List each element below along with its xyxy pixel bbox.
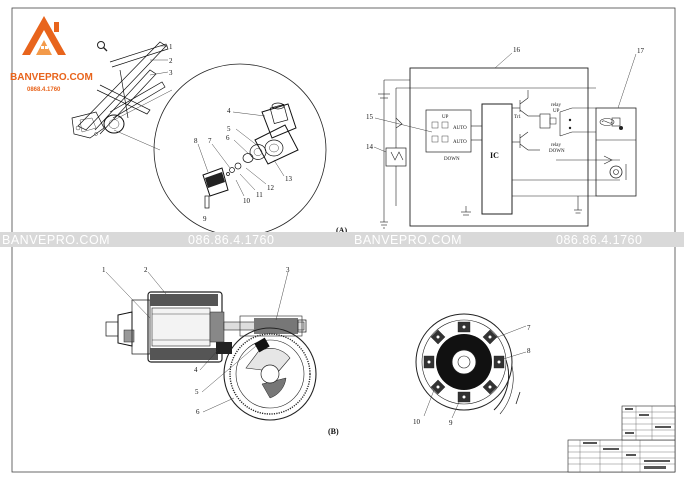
window-regulator-drawing: 1 2 3 bbox=[71, 41, 173, 151]
control-circuit: 16 IC UP AUTO AUTO DOWN 15 14 bbox=[366, 46, 620, 229]
motor-part-1: 1 bbox=[102, 266, 106, 274]
motor-17: 17 bbox=[595, 47, 645, 197]
part-label-3: 3 bbox=[169, 69, 173, 77]
transistor-tr1: Tr1 bbox=[514, 115, 522, 120]
brand-logo: BANVEPRO.COM 0868.4.1760 bbox=[10, 16, 93, 93]
caption-b: (B) bbox=[328, 427, 339, 436]
motor-part-5: 5 bbox=[195, 388, 199, 396]
svg-text:UP: UP bbox=[553, 109, 560, 114]
relay-down-label: relay bbox=[551, 143, 561, 148]
motor-part-4: 4 bbox=[194, 366, 198, 374]
sensor-part-10: 10 bbox=[413, 418, 421, 426]
motor-part-6: 6 bbox=[196, 408, 200, 416]
sensor-part-9: 9 bbox=[449, 419, 453, 427]
part-label-8: 8 bbox=[194, 137, 198, 145]
circuit-label-17: 17 bbox=[637, 47, 645, 55]
part-label-9: 9 bbox=[203, 215, 207, 223]
circuit-label-16: 16 bbox=[513, 46, 521, 54]
switch-auto-2: AUTO bbox=[453, 140, 467, 145]
circuit-label-14: 14 bbox=[366, 143, 374, 151]
caption-a: (A) bbox=[336, 226, 347, 235]
switch-up: UP bbox=[442, 115, 449, 120]
logo-house-icon bbox=[22, 16, 66, 55]
part-label-1: 1 bbox=[169, 43, 173, 51]
part-label-12: 12 bbox=[267, 184, 275, 192]
motor-part-3: 3 bbox=[286, 266, 290, 274]
watermark-site-2: BANVEPRO.COM bbox=[354, 233, 462, 247]
part-label-10: 10 bbox=[243, 197, 251, 205]
sensor-part-7: 7 bbox=[527, 324, 531, 332]
part-label-7: 7 bbox=[208, 137, 212, 145]
logo-phone: 0868.4.1760 bbox=[27, 87, 61, 93]
motor-section-drawing: 1 2 3 4 5 6 bbox=[102, 266, 317, 421]
part-label-5: 5 bbox=[227, 125, 231, 133]
part-label-6: 6 bbox=[226, 134, 230, 142]
part-label-2: 2 bbox=[169, 57, 173, 65]
ic-label: IC bbox=[490, 151, 499, 160]
motor-part-2: 2 bbox=[144, 266, 148, 274]
switch-down: DOWN bbox=[444, 157, 460, 162]
part-label-13: 13 bbox=[285, 175, 293, 183]
sensor-disc-drawing: 7 8 9 10 bbox=[413, 313, 531, 427]
sensor-part-8: 8 bbox=[527, 347, 531, 355]
switch-auto-1: AUTO bbox=[453, 126, 467, 131]
circuit-label-15: 15 bbox=[366, 113, 374, 121]
magnifier-icon[interactable] bbox=[97, 41, 108, 52]
part-label-4: 4 bbox=[227, 107, 231, 115]
watermark-band: BANVEPRO.COM 086.86.4.1760 BANVEPRO.COM … bbox=[0, 232, 684, 247]
logo-name: BANVEPRO.COM bbox=[10, 72, 93, 83]
relay-up-label: relay bbox=[551, 103, 561, 108]
part-label-11: 11 bbox=[256, 191, 263, 199]
watermark-phone-2: 086.86.4.1760 bbox=[556, 233, 642, 247]
exploded-detail-circle: 4 5 6 7 8 9 10 11 12 13 bbox=[153, 63, 327, 237]
watermark-site-1: BANVEPRO.COM bbox=[2, 233, 110, 247]
svg-text:DOWN: DOWN bbox=[549, 149, 565, 154]
title-block bbox=[567, 405, 676, 473]
watermark-phone-1: 086.86.4.1760 bbox=[188, 233, 274, 247]
